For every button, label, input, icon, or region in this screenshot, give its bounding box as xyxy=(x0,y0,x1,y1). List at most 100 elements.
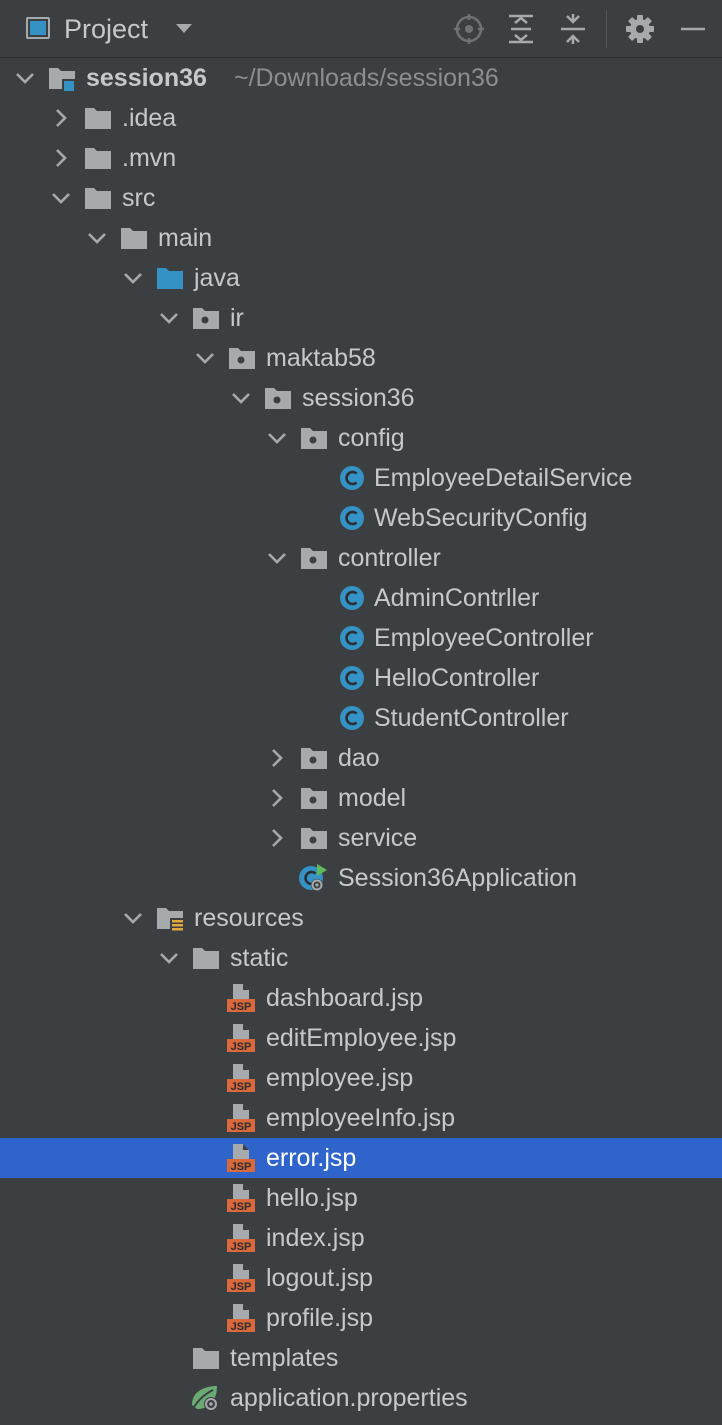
tree-item-label: ir xyxy=(230,304,244,332)
svg-text:JSP: JSP xyxy=(231,1081,252,1093)
chevron-right-icon[interactable] xyxy=(266,827,288,849)
tree-row[interactable]: templates xyxy=(0,1338,722,1378)
java-class-icon xyxy=(339,465,367,491)
chevron-right-icon[interactable] xyxy=(50,107,72,129)
package-icon xyxy=(300,745,328,771)
tree-item-label: dao xyxy=(338,744,380,772)
package-icon xyxy=(300,785,328,811)
chevron-down-icon[interactable] xyxy=(122,267,144,289)
jsp-file-icon: JSP xyxy=(226,1183,255,1213)
tree-row[interactable]: main xyxy=(0,218,722,258)
chevron-down-icon[interactable] xyxy=(86,227,108,249)
tree-item-label: profile.jsp xyxy=(266,1304,373,1332)
tree-row[interactable]: HelloController xyxy=(0,658,722,698)
locate-icon[interactable] xyxy=(452,12,486,46)
tree-row[interactable]: ir xyxy=(0,298,722,338)
hide-icon[interactable] xyxy=(676,12,710,46)
tool-window-header: Project xyxy=(0,0,722,58)
folder-icon xyxy=(192,945,220,971)
tree-row[interactable]: session36~/Downloads/session36 xyxy=(0,58,722,98)
spring-boot-app-icon xyxy=(297,863,327,891)
chevron-down-icon[interactable] xyxy=(194,347,216,369)
tree-item-label: EmployeeController xyxy=(374,624,594,652)
tree-row[interactable]: .mvn xyxy=(0,138,722,178)
chevron-down-icon[interactable] xyxy=(50,187,72,209)
tree-item-label: .idea xyxy=(122,104,177,132)
jsp-file-icon: JSP xyxy=(226,1063,255,1093)
resources-folder-icon xyxy=(156,905,184,931)
svg-text:JSP: JSP xyxy=(231,1121,252,1133)
tree-row[interactable]: controller xyxy=(0,538,722,578)
module-path: ~/Downloads/session36 xyxy=(234,64,499,92)
package-icon xyxy=(300,825,328,851)
chevron-down-icon[interactable] xyxy=(266,547,288,569)
tree-row[interactable]: WebSecurityConfig xyxy=(0,498,722,538)
tree-row[interactable]: application.properties xyxy=(0,1378,722,1418)
tree-item-label: error.jsp xyxy=(266,1144,357,1172)
jsp-file-icon: JSP xyxy=(226,983,255,1013)
tree-row[interactable]: static xyxy=(0,938,722,978)
tree-row[interactable]: JSP profile.jsp xyxy=(0,1298,722,1338)
chevron-right-icon[interactable] xyxy=(266,747,288,769)
toolbar-separator xyxy=(606,10,607,48)
tree-row[interactable]: JSP dashboard.jsp xyxy=(0,978,722,1018)
view-selector-title[interactable]: Project xyxy=(64,14,149,44)
tree-item-label: employee.jsp xyxy=(266,1064,414,1092)
tree-item-label: dashboard.jsp xyxy=(266,984,424,1012)
chevron-down-icon[interactable] xyxy=(266,427,288,449)
java-class-icon xyxy=(339,665,367,691)
chevron-right-icon[interactable] xyxy=(50,147,72,169)
source-root-folder-icon xyxy=(156,265,184,291)
gear-icon[interactable] xyxy=(623,12,657,46)
jsp-file-icon: JSP xyxy=(226,1103,255,1133)
collapse-all-icon[interactable] xyxy=(556,12,590,46)
tree-item-label: session36 xyxy=(302,384,415,412)
tree-row[interactable]: src xyxy=(0,178,722,218)
svg-text:JSP: JSP xyxy=(231,1281,252,1293)
tree-row[interactable]: maktab58 xyxy=(0,338,722,378)
java-class-icon xyxy=(339,625,367,651)
tree-row[interactable]: model xyxy=(0,778,722,818)
expand-all-icon[interactable] xyxy=(504,12,538,46)
tree-row[interactable]: .idea xyxy=(0,98,722,138)
folder-icon xyxy=(84,145,112,171)
tree-row[interactable]: EmployeeDetailService xyxy=(0,458,722,498)
chevron-down-icon[interactable] xyxy=(230,387,252,409)
tree-row[interactable]: EmployeeController xyxy=(0,618,722,658)
tree-item-label: model xyxy=(338,784,407,812)
tree-item-label: main xyxy=(158,224,213,252)
tree-row[interactable]: StudentController xyxy=(0,698,722,738)
tree-item-label: service xyxy=(338,824,418,852)
tree-row[interactable]: config xyxy=(0,418,722,458)
folder-icon xyxy=(120,225,148,251)
tree-item-label: templates xyxy=(230,1344,339,1372)
tree-item-label: static xyxy=(230,944,289,972)
svg-text:JSP: JSP xyxy=(231,1321,252,1333)
package-icon xyxy=(264,385,292,411)
chevron-down-icon[interactable] xyxy=(158,947,180,969)
chevron-down-icon[interactable] xyxy=(158,307,180,329)
tree-row[interactable]: Session36Application xyxy=(0,858,722,898)
tree-item-label: controller xyxy=(338,544,441,572)
tree-row[interactable]: service xyxy=(0,818,722,858)
tree-row[interactable]: resources xyxy=(0,898,722,938)
jsp-file-icon: JSP xyxy=(226,1263,255,1293)
tree-row[interactable]: java xyxy=(0,258,722,298)
chevron-down-icon[interactable] xyxy=(122,907,144,929)
tree-row[interactable]: AdminContrller xyxy=(0,578,722,618)
chevron-down-icon[interactable] xyxy=(176,24,192,33)
chevron-down-icon[interactable] xyxy=(14,67,36,89)
chevron-right-icon[interactable] xyxy=(266,787,288,809)
tree-row[interactable]: JSP employee.jsp xyxy=(0,1058,722,1098)
tree-row[interactable]: session36 xyxy=(0,378,722,418)
tree-row[interactable]: dao xyxy=(0,738,722,778)
svg-text:JSP: JSP xyxy=(231,1041,252,1053)
tree-item-label: application.properties xyxy=(230,1384,468,1412)
